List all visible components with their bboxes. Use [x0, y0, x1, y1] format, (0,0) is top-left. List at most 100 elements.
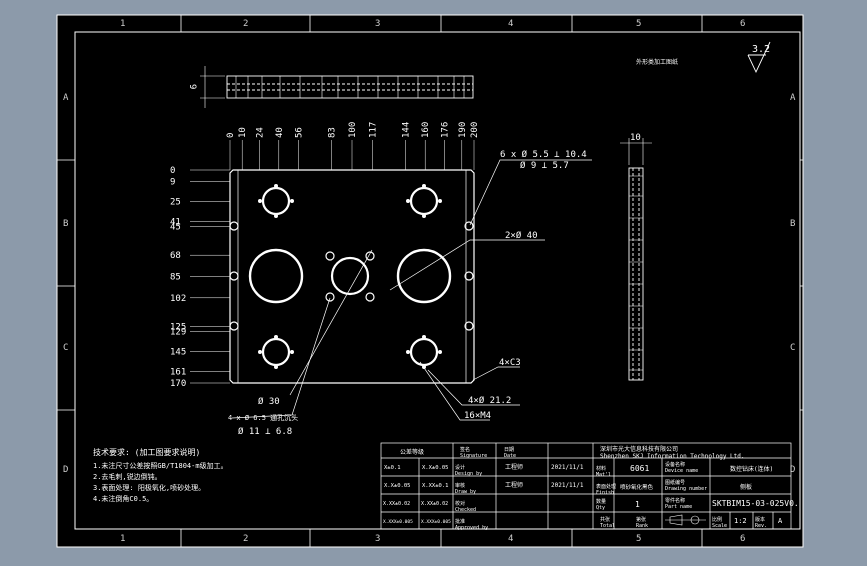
drawing-number: SKTBIM15-03-025V0. — [712, 499, 799, 508]
title-note: 外形类加工图纸 — [636, 58, 678, 66]
top-dim-label: 0 — [226, 133, 236, 138]
name-cell: 工程师 — [505, 463, 523, 471]
left-dim-label: 85 — [170, 273, 181, 283]
top-dim-label: 100 — [348, 122, 358, 138]
callout-holes-4x-cb: Ø 11 ⊥ 6.8 — [238, 426, 292, 437]
callout-holes-2x: 2×Ø 40 — [505, 230, 538, 241]
row-label: C — [63, 343, 68, 353]
qty-value: 1 — [635, 500, 640, 509]
left-dim-label: 170 — [170, 379, 186, 389]
row-label: B — [63, 219, 68, 229]
callout-holes-6x-cb: Ø 9 ⊥ 5.7 — [520, 160, 569, 171]
col-label: 1 — [120, 534, 125, 544]
date-cell: 2021/11/1 — [551, 482, 584, 489]
col-label: 3 — [375, 19, 380, 29]
side-dim: 10 — [630, 133, 641, 143]
thickness-dim: 9 — [187, 84, 197, 89]
tol-cell: X.XXX±0.005 — [383, 519, 413, 525]
leaders — [231, 159, 592, 421]
left-dim-label: 125 — [170, 323, 186, 333]
left-dim-label: 129 — [170, 328, 186, 338]
col-label: 4 — [508, 534, 513, 544]
part-value: 侧板 — [740, 483, 752, 491]
row-label: B — [790, 219, 795, 229]
row-label: D — [790, 465, 795, 475]
row-label: D — [63, 465, 68, 475]
material-value: 6061 — [630, 464, 649, 473]
projection-symbol — [665, 514, 706, 526]
tol-cell: X.XX±0.02 — [383, 501, 410, 507]
column-labels: 1 2 3 4 5 6 1 2 3 4 5 6 — [120, 19, 745, 544]
note-line: 技术要求: (加工图要求说明) — [93, 447, 200, 457]
top-dim-label: 56 — [294, 127, 304, 138]
col-label: 2 — [243, 534, 248, 544]
callout-holes-4x: 4 x Ø 6.5 通孔沉头 — [228, 413, 298, 422]
tol-cell: X.XX±0.1 — [422, 483, 449, 489]
hole-circle-center — [330, 256, 370, 296]
top-dim-label: 10 — [238, 127, 248, 138]
note-line: 4.未注倒角C0.5。 — [93, 494, 153, 503]
tol-cell: X.X±0.05 — [384, 483, 411, 489]
col-label: 1 — [120, 19, 125, 29]
scale-value: 1:2 — [734, 517, 747, 525]
left-dim-label: 102 — [170, 294, 186, 304]
col-label: 5 — [636, 534, 641, 544]
left-dim-label: 68 — [170, 251, 181, 261]
top-dim-label: 160 — [421, 122, 431, 138]
callout-chamfer: 4×C3 — [499, 358, 521, 368]
finish-value: 喷砂氧化黑色 — [620, 483, 654, 491]
top-dim-label: 190 — [458, 122, 468, 138]
roughness-value: 3.2 — [752, 44, 770, 55]
roughness-symbol: 3.2 — [747, 41, 771, 74]
top-dim-label: 117 — [369, 122, 379, 138]
col-label: 6 — [740, 19, 745, 29]
column-ticks — [57, 15, 803, 547]
callout-dia30: Ø 30 — [258, 396, 280, 407]
note-line: 2.去毛刺,锐边倒钝。 — [93, 472, 162, 481]
note-line: 1.未注尺寸公差按照GB/T1804-m级加工。 — [93, 461, 228, 470]
top-dim-label: 24 — [255, 127, 265, 138]
left-dim-label: 45 — [170, 222, 181, 232]
plate-holes — [229, 184, 474, 369]
row-label: C — [790, 343, 795, 353]
tol-cell: X.XXX±0.005 — [421, 519, 451, 525]
left-dim-label: 41 — [170, 217, 181, 227]
left-dim-label: 25 — [170, 197, 181, 207]
col-label: 6 — [740, 534, 745, 544]
col-label: 3 — [375, 534, 380, 544]
col-label: 5 — [636, 19, 641, 29]
callout-holes-4x212: 4×Ø 21.2 — [468, 395, 511, 406]
hole-circle-large — [396, 248, 452, 304]
date-cell: 2021/11/1 — [551, 464, 584, 471]
col-label: 4 — [508, 19, 513, 29]
top-view — [200, 66, 474, 108]
row-label: A — [63, 93, 69, 103]
note-line: 3.表面处理: 阳极氧化,喷砂处理。 — [93, 483, 205, 492]
left-dim-label: 9 — [170, 177, 175, 187]
col-label: 2 — [243, 19, 248, 29]
title-block — [380, 442, 792, 530]
technical-notes: 技术要求: (加工图要求说明) 1.未注尺寸公差按照GB/T1804-m级加工。… — [93, 447, 228, 503]
top-dim-label: 40 — [275, 127, 285, 138]
left-dim-label: 145 — [170, 348, 186, 358]
top-dim-label: 144 — [402, 122, 412, 138]
outer-frame — [56, 14, 804, 548]
tol-header: 公差等级 — [400, 448, 424, 456]
